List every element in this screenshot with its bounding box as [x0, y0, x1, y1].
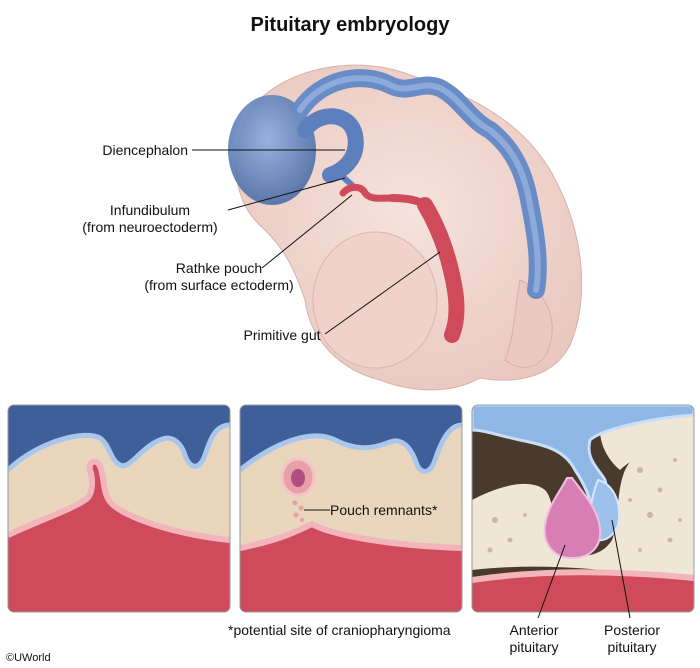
label-anterior-line2: pituitary [509, 639, 559, 655]
label-rathke-line1: Rathke pouch [175, 260, 263, 276]
label-infundibulum-line2: (from neuroectoderm) [82, 219, 218, 235]
label-posterior-line2: pituitary [607, 639, 657, 655]
label-diencephalon: Diencephalon [62, 142, 188, 159]
label-primitive-gut: Primitive gut [232, 327, 332, 344]
label-diencephalon-text: Diencephalon [102, 142, 188, 158]
label-anterior-line1: Anterior [509, 622, 559, 638]
anterior-leader [537, 544, 566, 619]
heart-prominence [312, 231, 438, 369]
panel-2 [240, 405, 462, 612]
top-leader-lines [192, 149, 441, 335]
label-pouch-remnants-text: Pouch remnants* [330, 502, 438, 518]
primitive-gut [417, 197, 465, 343]
label-posterior-line1: Posterior [603, 622, 661, 638]
panel-1-frame [7, 404, 231, 613]
label-primitive-gut-text: Primitive gut [243, 327, 321, 343]
label-posterior-pituitary: Posterior pituitary [590, 622, 674, 656]
label-pouch-remnants: Pouch remnants* [330, 502, 437, 519]
panel-2-frame [239, 404, 463, 613]
label-anterior-pituitary: Anterior pituitary [494, 622, 574, 656]
panel-1 [8, 405, 230, 612]
posterior-leader [611, 519, 631, 619]
infundibulum [332, 167, 355, 188]
label-rathke-pouch: Rathke pouch (from surface ectoderm) [126, 260, 312, 294]
copyright: ©UWorld [6, 652, 51, 664]
anterior-pituitary-lobe [543, 477, 602, 560]
label-rathke-line2: (from surface ectoderm) [144, 277, 294, 293]
diagram-title: Pituitary embryology [250, 14, 450, 36]
diencephalon-vesicle [297, 108, 364, 183]
rathke-pouch [339, 183, 396, 202]
label-infundibulum: Infundibulum (from neuroectoderm) [60, 202, 240, 236]
limb-bud [504, 279, 553, 368]
label-infundibulum-line1: Infundibulum [109, 202, 191, 218]
footnote: *potential site of craniopharyngioma [228, 622, 451, 638]
panel-3 [472, 405, 694, 612]
panel-3-frame [471, 404, 695, 613]
